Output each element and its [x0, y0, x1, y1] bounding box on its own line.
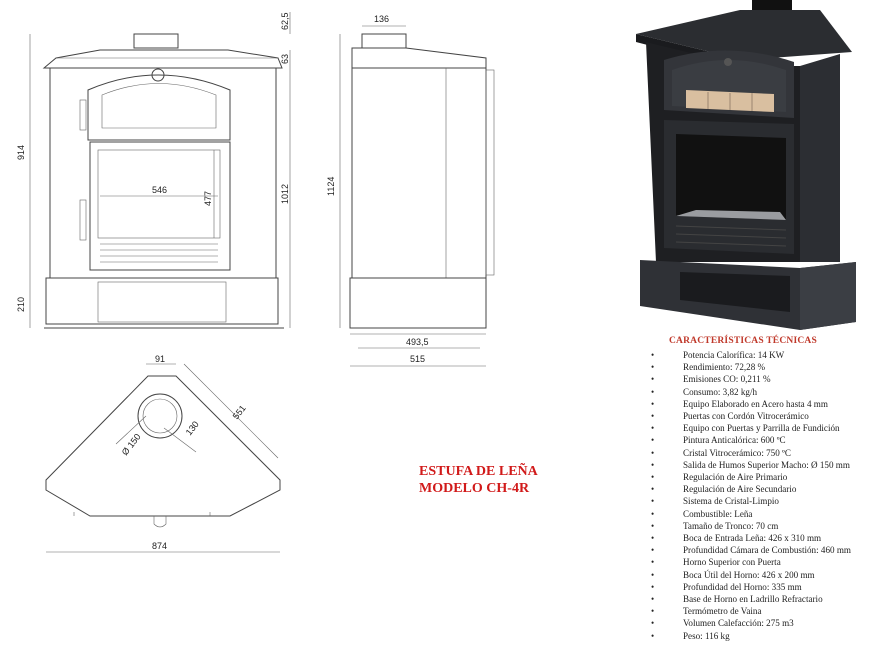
dim-plan-flue-dist: 130 [184, 419, 201, 437]
front-view [29, 12, 291, 329]
spec-item: Boca Útil del Horno: 426 x 200 mm [651, 569, 879, 581]
dim-front-total-height: 914 [16, 145, 26, 160]
spec-item: Pintura Anticalórica: 600 ºC [651, 434, 879, 446]
spec-item: Puertas con Cordón Vitrocerámico [651, 410, 879, 422]
dim-plan-total-width: 874 [152, 541, 167, 551]
spec-item: Peso: 116 kg [651, 630, 879, 642]
dim-side-total-height: 1124 [326, 177, 336, 196]
model-title-line1: ESTUFA DE LEÑA [419, 464, 538, 479]
stove-render [636, 0, 856, 330]
dim-plan-flue-diameter: Ø 150 [120, 432, 143, 457]
dim-plan-flue-offset: 91 [155, 354, 165, 364]
spec-item: Horno Superior con Puerta [651, 556, 879, 568]
model-title-line2: MODELO CH-4R [419, 481, 530, 496]
spec-item: Emisiones CO: 0,211 % [651, 373, 879, 385]
spec-item: Equipo con Puertas y Parrilla de Fundici… [651, 422, 879, 434]
spec-item: Profundidad Cámara de Combustión: 460 mm [651, 544, 879, 556]
spec-item: Cristal Vitrocerámico: 750 ºC [651, 447, 879, 459]
spec-item: Profundidad del Horno: 335 mm [651, 581, 879, 593]
spec-item: Regulación de Aire Primario [651, 471, 879, 483]
dim-front-door-height: 477 [203, 191, 213, 206]
dim-front-base-height: 210 [16, 297, 26, 312]
spec-item: Rendimiento: 72,28 % [651, 361, 879, 373]
side-view [339, 25, 495, 367]
dim-side-depth-inner: 493,5 [406, 337, 429, 347]
dim-front-width-inner: 546 [152, 185, 167, 195]
dim-side-depth-total: 515 [410, 354, 425, 364]
dim-front-roof: 63 [280, 54, 290, 64]
spec-item: Volumen Calefacción: 275 m3 [651, 617, 879, 629]
specs-heading: CARACTERÍSTICAS TÉCNICAS [669, 336, 817, 346]
spec-item: Consumo: 3,82 kg/h [651, 386, 879, 398]
spec-item: Boca de Entrada Leña: 426 x 310 mm [651, 532, 879, 544]
spec-item: Regulación de Aire Secundario [651, 483, 879, 495]
spec-item: Termómetro de Vaina [651, 605, 879, 617]
spec-item: Salida de Humos Superior Macho: Ø 150 mm [651, 459, 879, 471]
dim-front-top-offset: 62,5 [280, 12, 290, 30]
specs-list: Potencia Calorífica: 14 KW Rendimiento: … [651, 349, 879, 642]
dim-front-body-height: 1012 [280, 184, 290, 204]
spec-item: Combustible: Leña [651, 508, 879, 520]
spec-item: Tamaño de Tronco: 70 cm [651, 520, 879, 532]
technical-specs: CARACTERÍSTICAS TÉCNICAS Potencia Calorí… [651, 336, 879, 642]
spec-item: Sistema de Cristal-Limpio [651, 495, 879, 507]
dim-plan-side: 551 [231, 403, 248, 421]
spec-item: Potencia Calorífica: 14 KW [651, 349, 879, 361]
spec-item: Equipo Elaborado en Acero hasta 4 mm [651, 398, 879, 410]
dim-side-flue: 136 [374, 14, 389, 24]
spec-item: Base de Horno en Ladrillo Refractario [651, 593, 879, 605]
plan-view [45, 363, 281, 553]
model-title: ESTUFA DE LEÑA MODELO CH-4R [419, 463, 538, 497]
